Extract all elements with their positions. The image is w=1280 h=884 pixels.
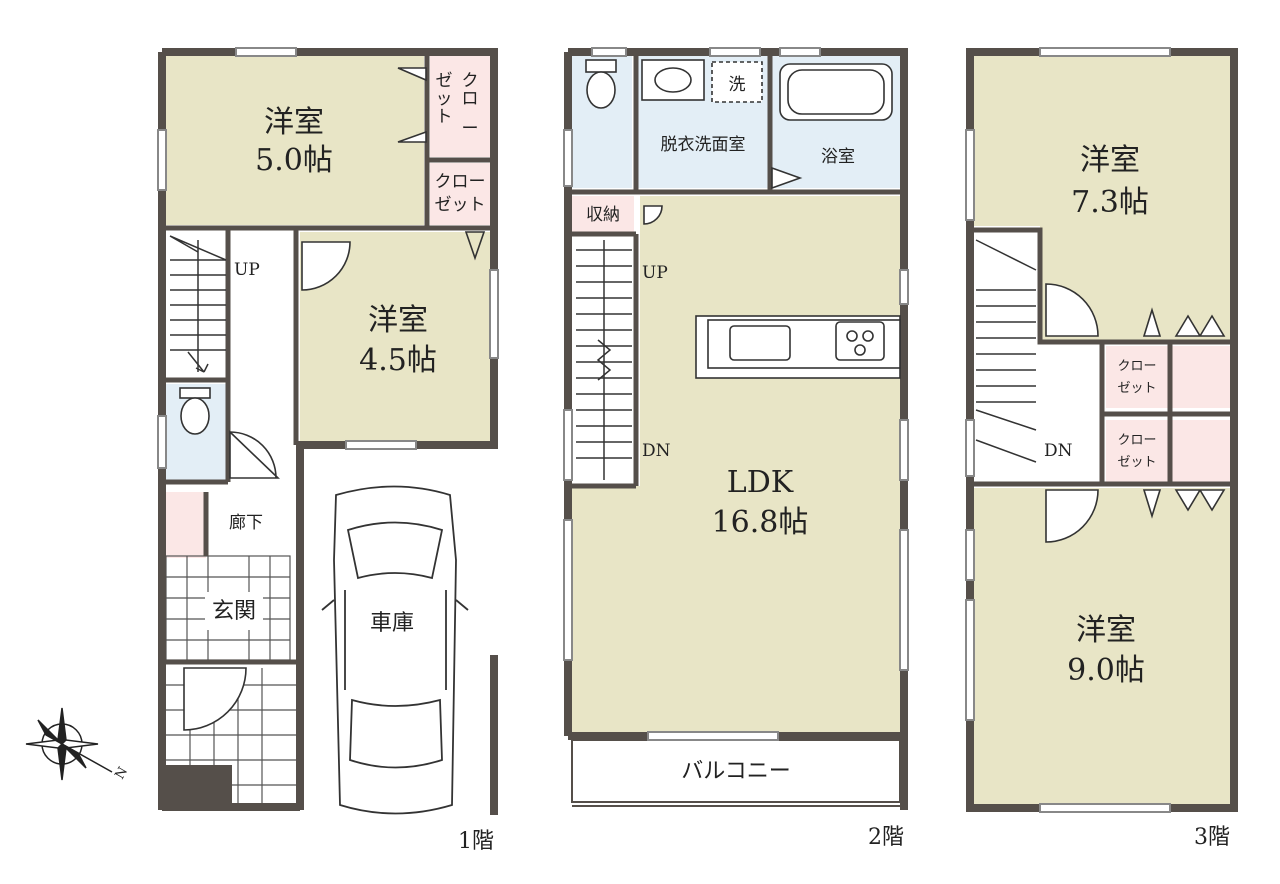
floor1-stairs xyxy=(169,235,227,373)
floor3-room-b-name: 洋室 xyxy=(1076,613,1136,648)
floor2-label: 2階 xyxy=(868,825,904,850)
garage-car xyxy=(321,485,469,815)
floor1-room-a-size: 5.0帖 xyxy=(255,143,333,178)
floor1-room-5-0-fill xyxy=(166,56,424,225)
floor1-closet-vertical-fill xyxy=(430,56,490,157)
floor3-label: 3階 xyxy=(1194,825,1230,850)
floor1-room-b-name: 洋室 xyxy=(368,303,428,338)
floor1-windows xyxy=(157,47,499,469)
floor1-closet2-line2: ゼット xyxy=(435,195,486,215)
floor2-balcony-label: バルコニー xyxy=(681,759,791,784)
floor2-plan: 脱衣洗面室 洗 浴室 収納 UP DN LDK 16.8帖 バルコニー 2階 xyxy=(563,47,909,850)
floor2-dressing: 脱衣洗面室 xyxy=(661,135,746,155)
floor1-room-b-size: 4.5帖 xyxy=(359,343,437,378)
floor1-closet-char-3: ト xyxy=(436,107,453,127)
floor1-label: 1階 xyxy=(458,829,494,854)
floor2-stairs-up: UP xyxy=(642,263,668,283)
floor1-closet-char-5: ロ xyxy=(462,89,479,109)
floor1-closet2-line1: クロー xyxy=(435,172,486,192)
floor1-interior-walls xyxy=(162,52,494,665)
floor2-stairs-down: DN xyxy=(642,441,671,461)
floor1-porch-dark xyxy=(160,765,232,810)
floor3-windows xyxy=(965,47,1171,813)
floor3-closet-a2-fill xyxy=(1172,346,1230,408)
floor1-closet-char-2: ッ xyxy=(436,89,453,109)
floor3-room-a-name: 洋室 xyxy=(1080,143,1140,178)
floor1-doors xyxy=(183,67,486,731)
floor3-room-b-size: 9.0帖 xyxy=(1067,653,1145,688)
floor3-stairs-down: DN xyxy=(1044,441,1073,461)
floor1-stairs-up: UP xyxy=(234,260,260,280)
floor3-interior-walls xyxy=(970,227,1234,487)
floor3-closet-b-line1: クロー xyxy=(1117,433,1156,448)
floor3-closet-b-fill xyxy=(1106,420,1168,482)
floor3-closet-a-line2: ゼット xyxy=(1117,381,1156,396)
floor3-stairs xyxy=(975,239,1037,463)
floor2-stairs xyxy=(576,240,632,480)
floor2-windows xyxy=(563,47,909,741)
floor3-room-a-size: 7.3帖 xyxy=(1071,185,1149,220)
floor2-storage-fill xyxy=(572,196,634,232)
floor2-washer-mark: 洗 xyxy=(729,75,746,95)
floor2-storage: 収納 xyxy=(586,205,620,225)
floor3-plan: 洋室 7.3帖 DN クロー ゼット クロー ゼット 洋室 9.0帖 3階 xyxy=(965,47,1238,850)
floor1-entrance-clear xyxy=(205,592,263,630)
floor3-closet-b-line2: ゼット xyxy=(1117,455,1156,470)
floor3-room-b-fill xyxy=(974,488,1230,804)
floor1-closet2-fill xyxy=(430,163,490,225)
compass-north: N xyxy=(112,765,131,782)
floor1-toilet-fixture xyxy=(179,387,211,435)
floor2-fixtures xyxy=(585,59,901,379)
floor3-closet-b2-fill xyxy=(1172,420,1230,482)
floor1-closet-char-4: ク xyxy=(462,71,479,91)
floor1-hallway: 廊下 xyxy=(229,513,263,533)
floor1-room-a-name: 洋室 xyxy=(264,105,324,140)
floor1-entrance: 玄関 xyxy=(212,599,256,624)
floor1-closet-char-6: ー xyxy=(462,119,479,139)
floor1-garage: 車庫 xyxy=(370,611,414,636)
floor3-closet-a-fill xyxy=(1106,346,1168,408)
floor2-interior-walls xyxy=(568,52,904,489)
floor1-pink-nook-fill xyxy=(166,492,206,558)
floor2-bath: 浴室 xyxy=(821,147,855,167)
floor2-ldk-lower-fill xyxy=(572,486,900,732)
floor2-ldk-name: LDK xyxy=(727,465,794,500)
floor3-doors xyxy=(1045,283,1226,543)
compass-icon xyxy=(25,707,113,781)
floor1-closet-char-1: ゼ xyxy=(436,71,453,91)
floor1-plan: 洋室 5.0帖 ゼ ッ ト ク ロ ー クロー ゼット 洋室 4.5帖 UP 廊… xyxy=(157,47,499,854)
floor2-ldk-size: 16.8帖 xyxy=(712,505,809,540)
floor3-closet-a-line1: クロー xyxy=(1117,359,1156,374)
floor3-room-a-fill xyxy=(974,56,1230,226)
